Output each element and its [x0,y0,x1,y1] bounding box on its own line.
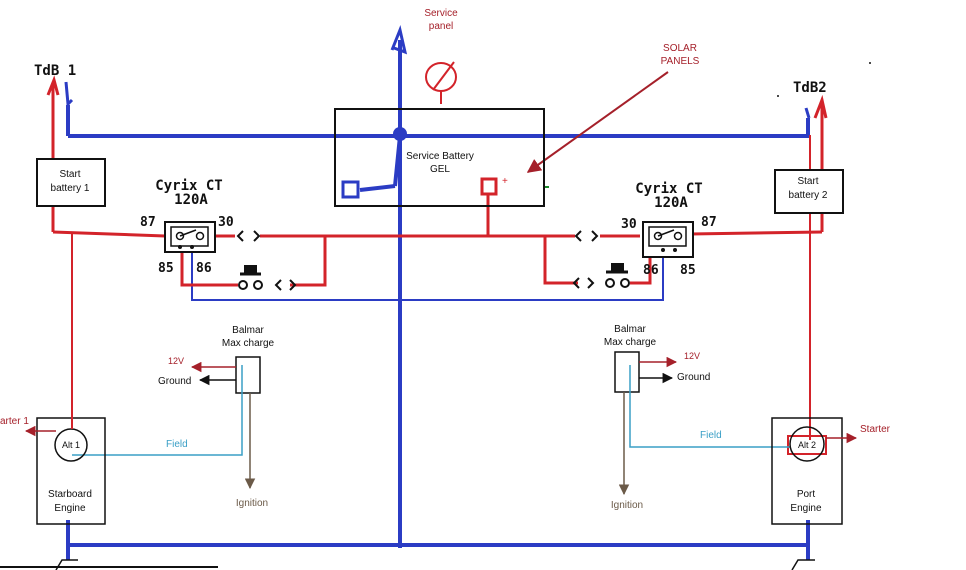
relay-left-30: 30 [218,215,234,230]
ground-junction [393,127,407,141]
tdb2-label: TdB2 [793,80,827,96]
relay-right-87: 87 [701,215,717,230]
ignition-left-label: Ignition [236,498,268,509]
starboard-engine-label-2: Engine [54,503,86,514]
balmar-left-label-2: Max charge [222,338,275,349]
relay-right-85: 85 [680,263,696,278]
tdb-blue-terminals [64,24,811,119]
tdb1-label: TdB 1 [34,63,76,79]
service-panel-symbol [425,61,457,104]
push-button-right [605,263,630,288]
v12-right-label: 12V [684,351,700,361]
cyrix-right-label-1: Cyrix CT [635,181,702,197]
start-battery-1-box [36,158,106,207]
start-battery-2-box [774,169,844,214]
start-battery-2-label-2: battery 2 [789,190,828,201]
balmar-arrows [190,356,678,386]
field-right-label: Field [700,430,722,441]
ground-right-label: Ground [677,372,710,383]
alt1-label: Alt 1 [62,440,80,450]
service-battery [334,108,545,207]
balmar-left-box [235,356,261,394]
solar-panels-label-2: PANELS [661,56,700,67]
balmar-left-label-1: Balmar [232,325,264,336]
service-battery-label-2: GEL [430,164,450,175]
starboard-engine-label-1: Starboard [48,489,92,500]
cyrix-right-label-2: 120A [654,195,688,211]
cyrix-left-label-1: Cyrix CT [155,178,222,194]
inline-connectors [236,230,599,291]
start-battery-1-label-2: battery 1 [51,183,90,194]
relay-left-85: 85 [158,261,174,276]
push-button-left [238,265,263,290]
balmar-right-label-1: Balmar [614,324,646,335]
stray-marks [545,62,871,188]
ground-wires [66,40,810,560]
service-panel-label-1: Service [424,8,458,19]
start-battery-1-label-1: Start [59,169,80,180]
service-battery-label-1: Service Battery [406,151,474,162]
port-engine-label-1: Port [797,489,816,500]
field-left-label: Field [166,439,188,450]
balmar-right-box [614,351,640,393]
relay-left-87: 87 [140,215,156,230]
ignition-wires [244,392,630,496]
solar-arrow [526,71,669,173]
relay-right-30: 30 [621,217,637,232]
alt2-label: Alt 2 [798,440,816,450]
cyrix-left-label-2: 120A [174,192,208,208]
ground-symbols [0,559,815,570]
ignition-right-label: Ignition [611,500,643,511]
field-wires [72,365,790,456]
alt2-circle [789,426,825,462]
balmar-right-label-2: Max charge [604,337,657,348]
cyrix-relay-right [642,221,694,258]
cyrix-relay-left [164,221,216,253]
service-panel-label-2: panel [429,21,453,32]
relay-left-86: 86 [196,261,212,276]
starter-left-label: arter 1 [0,416,29,427]
v12-left-label: 12V [168,356,184,366]
port-engine-box [771,417,843,525]
start-battery-2-label-1: Start [797,176,818,187]
relay-control-wires [191,246,664,301]
port-engine-label-2: Engine [790,503,822,514]
relay-right-86: 86 [643,263,659,278]
starter-right-label: Starter [860,424,891,435]
ground-left-label: Ground [158,376,191,387]
solar-panels-label-1: SOLAR [663,43,697,54]
service-battery-plus: + [502,176,508,187]
